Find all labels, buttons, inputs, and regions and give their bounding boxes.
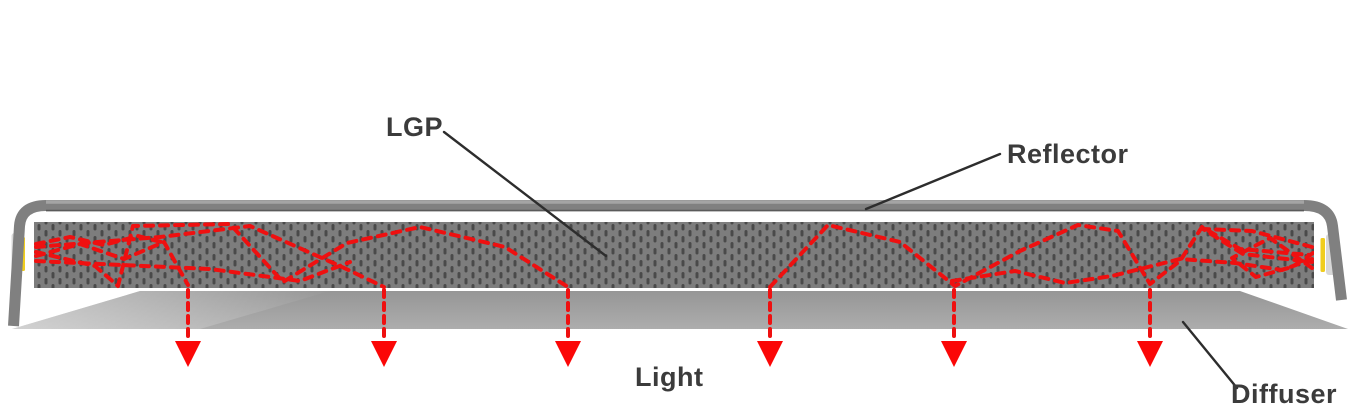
reflector-label: Reflector [1007,139,1129,169]
ray-path [34,259,352,283]
down-arrow-icon [757,341,783,367]
lgp-texture [34,222,1315,288]
light-output-arrowheads [175,341,1163,367]
ray-path [34,224,386,289]
down-arrow-icon [1137,341,1163,367]
ray-path [1230,236,1315,279]
light-label: Light [635,362,704,392]
diffuser-label: Diffuser [1231,379,1338,409]
ray-path [34,222,570,289]
diffuser-highlight [12,291,330,329]
ray-path [1201,227,1314,264]
down-arrow-icon [371,341,397,367]
lgp-leader-line [442,130,608,258]
reflector-leader-line [864,152,1002,211]
diffuser-leader-line [1181,320,1239,390]
reflector-frame [8,200,1347,327]
ray-path [34,234,167,247]
down-arrow-icon [555,341,581,367]
ray-path [950,257,1314,285]
light-output [175,288,1163,367]
light-rays [34,222,1315,289]
leader-lines [442,130,1239,390]
diffuser-sheet [12,291,1348,329]
light-output-drops [186,288,1152,343]
reflector-band [8,200,1347,327]
lgp-label: LGP [386,112,444,142]
down-arrow-icon [175,341,201,367]
led-right-emitter [1320,238,1325,272]
ray-path [34,240,190,287]
lgp-slab [34,222,1315,288]
down-arrow-icon [941,341,967,367]
